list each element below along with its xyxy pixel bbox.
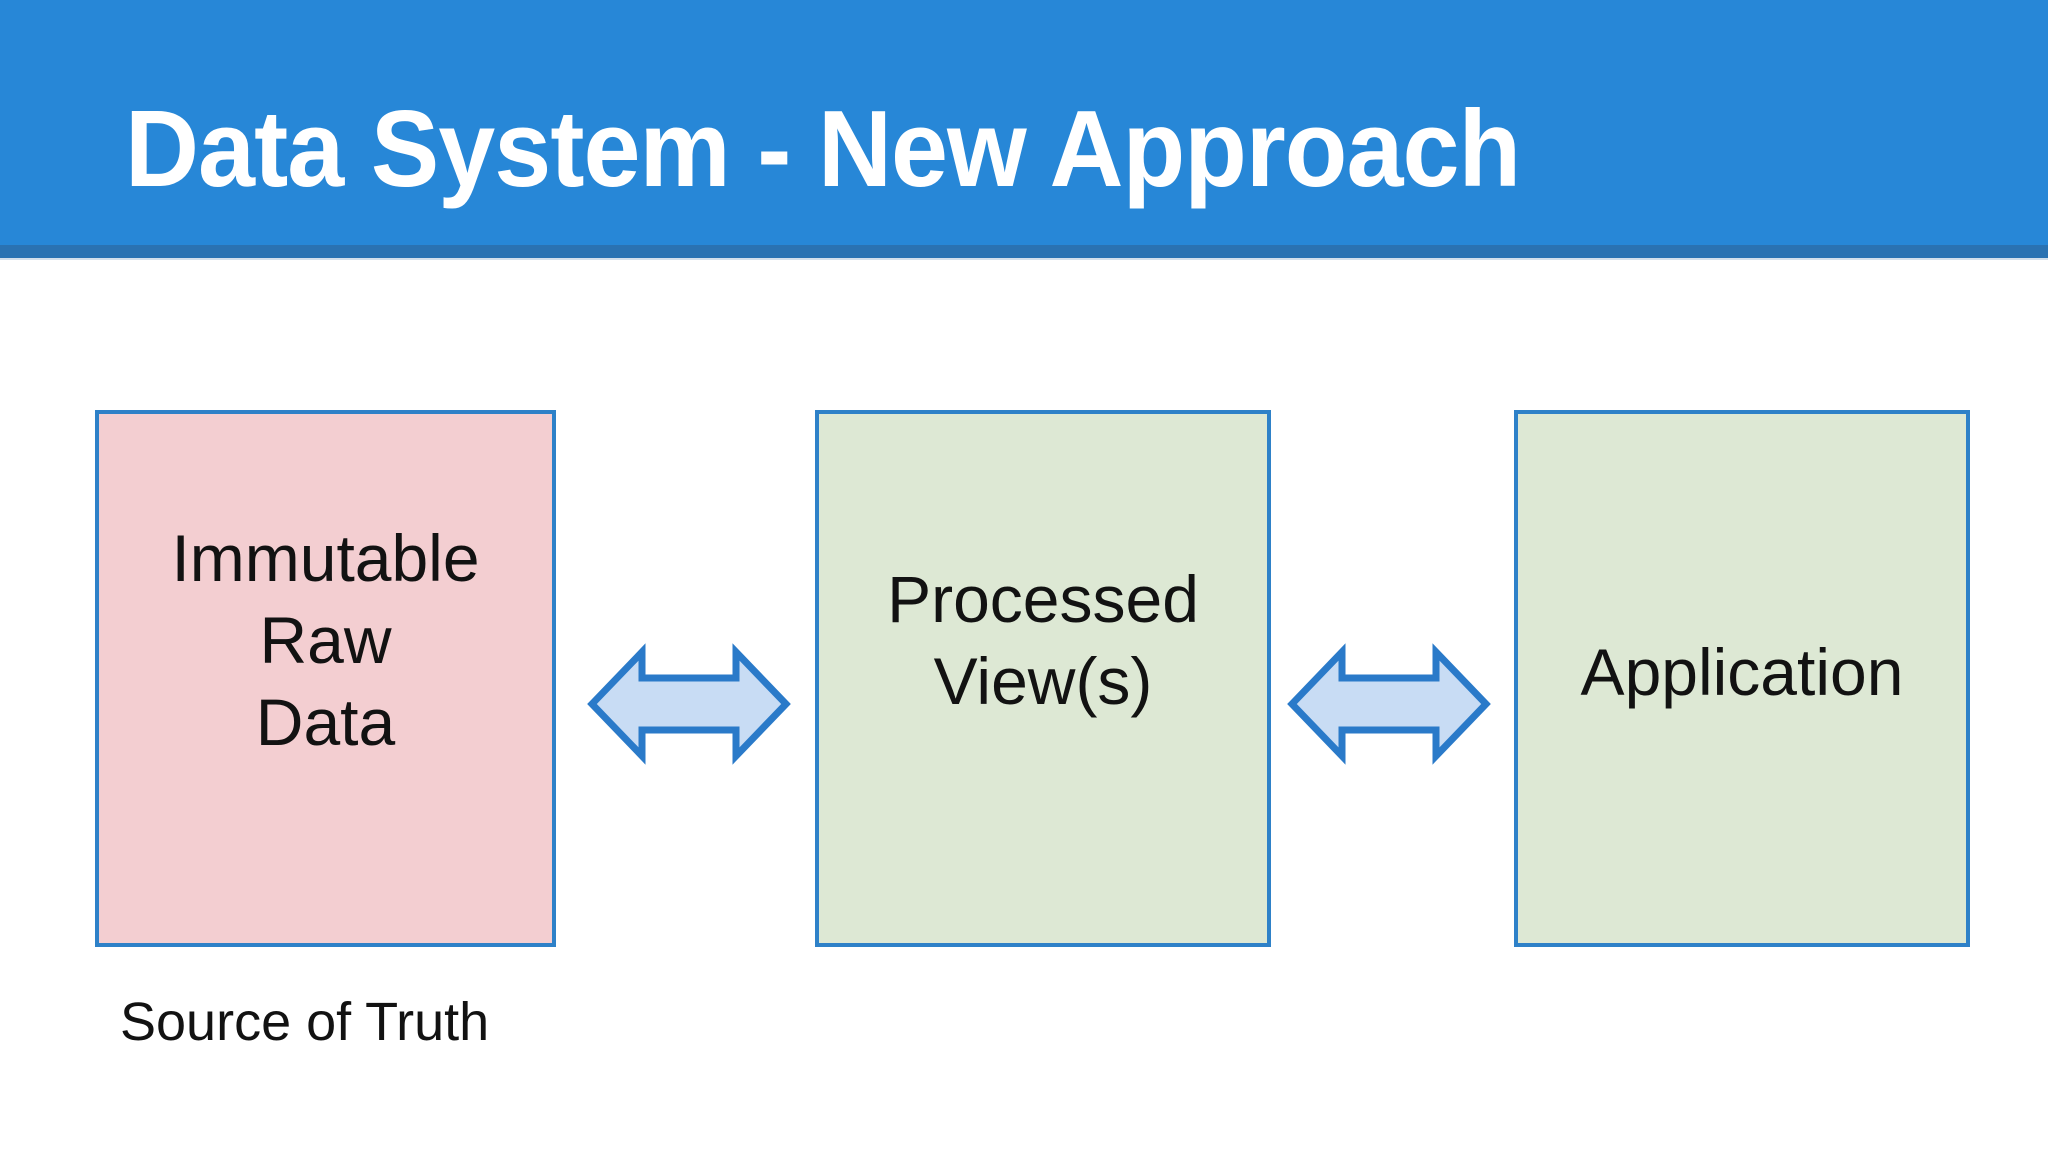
slide-title: Data System - New Approach: [125, 88, 1521, 210]
double-arrow-icon: [1287, 643, 1491, 765]
node-label: Application: [1580, 634, 1904, 709]
double-arrow-shape: [1287, 643, 1491, 765]
node-processed-views: Processed View(s): [815, 410, 1271, 947]
header-accent-strip: [0, 245, 2048, 260]
node-label: Processed View(s): [887, 561, 1199, 718]
node-label: Immutable Raw Data: [171, 520, 480, 759]
node-immutable-raw-data: Immutable Raw Data: [95, 410, 556, 947]
double-arrow-icon: [587, 643, 791, 765]
header-bar: Data System - New Approach: [0, 0, 2048, 245]
double-arrow-shape: [587, 643, 791, 765]
source-of-truth-caption: Source of Truth: [120, 992, 490, 1052]
node-application: Application: [1514, 410, 1970, 947]
